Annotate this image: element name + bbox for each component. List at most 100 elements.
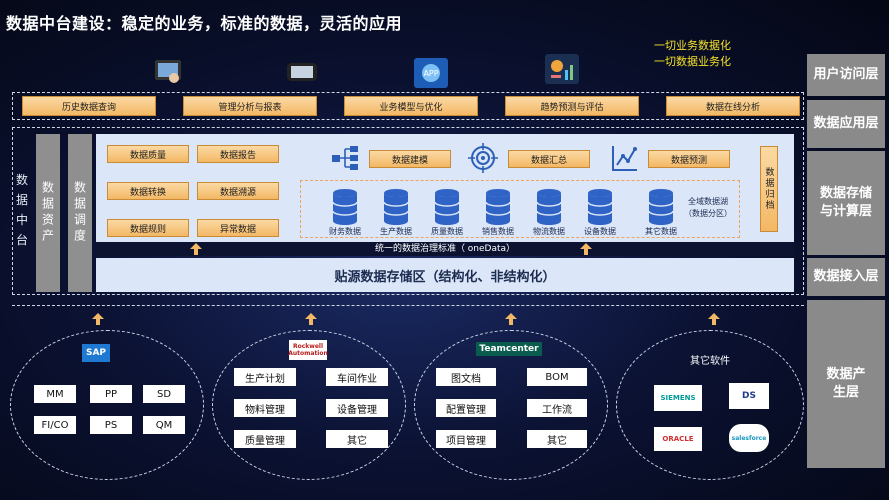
up-arrow-icon <box>505 313 517 325</box>
svg-text:APP: APP <box>423 69 438 78</box>
database-icon <box>648 189 674 225</box>
rockwell-group <box>212 330 406 480</box>
layer-user-access: 用户访问层 <box>807 54 885 96</box>
database-item: 物流数据 <box>521 188 577 237</box>
up-arrow-icon <box>580 243 592 255</box>
database-icon <box>332 189 358 225</box>
app-button-online[interactable]: 数据在线分析 <box>666 96 800 116</box>
database-icon <box>587 189 613 225</box>
model-button-forecast[interactable]: 数据预测 <box>648 150 730 168</box>
tablet-icon <box>155 60 181 83</box>
model-button-summary[interactable]: 数据汇总 <box>508 150 590 168</box>
slogan-2: 一切数据业务化 <box>654 55 731 68</box>
data-assets-column: 数据资产 <box>36 134 60 292</box>
data-lake-title: 全域数据湖 <box>688 197 728 206</box>
sap-module-mm[interactable]: MM <box>34 385 76 403</box>
slogan-1: 一切业务数据化 <box>654 39 731 52</box>
oracle-logo: ORACLE <box>654 427 702 451</box>
up-arrow-icon <box>708 313 720 325</box>
database-item: 设备数据 <box>572 188 628 237</box>
siemens-logo: SIEMENS <box>654 385 702 411</box>
database-item: 销售数据 <box>470 188 526 237</box>
database-item: 生产数据 <box>368 188 424 237</box>
database-item: 财务数据 <box>317 188 373 237</box>
rockwell-logo-line1: Rockwell <box>292 343 323 350</box>
teamcenter-item-config[interactable]: 配置管理 <box>436 399 496 417</box>
middle-platform-label: 数据中台 <box>15 173 28 247</box>
data-lake-frame <box>300 180 740 238</box>
teamcenter-item-documents[interactable]: 图文档 <box>436 368 496 386</box>
database-item: 其它数据 <box>633 188 689 237</box>
app-button-trend[interactable]: 趋势预测与评估 <box>505 96 639 116</box>
salesforce-logo: salesforce <box>729 424 769 452</box>
app-button-models[interactable]: 业务模型与优化 <box>344 96 478 116</box>
database-icon <box>485 189 511 225</box>
data-scheduling-column: 数据调度 <box>68 134 92 292</box>
teamcenter-item-project[interactable]: 项目管理 <box>436 430 496 448</box>
rockwell-item-equipment[interactable]: 设备管理 <box>326 399 388 417</box>
sap-module-fico[interactable]: FI/CO <box>34 416 76 434</box>
tool-data-lineage[interactable]: 数据溯源 <box>197 182 279 200</box>
database-icon <box>383 189 409 225</box>
sap-module-qm[interactable]: QM <box>143 416 185 434</box>
app-icon: APP <box>414 58 448 88</box>
line-chart-icon <box>612 146 637 171</box>
database-item: 质量数据 <box>419 188 475 237</box>
model-button-modeling[interactable]: 数据建模 <box>369 150 451 168</box>
teamcenter-item-workflow[interactable]: 工作流 <box>527 399 587 417</box>
sap-module-sd[interactable]: SD <box>143 385 185 403</box>
database-label: 质量数据 <box>431 227 463 236</box>
other-software-group <box>616 330 804 480</box>
other-software-title: 其它软件 <box>690 356 730 367</box>
layer-storage-compute: 数据存储与计算层 <box>807 151 885 255</box>
ingest-divider <box>12 305 804 306</box>
page-title: 数据中台建设：稳定的业务，标准的数据，灵活的应用 <box>6 14 403 33</box>
database-label: 其它数据 <box>645 227 677 236</box>
app-button-reports[interactable]: 管理分析与报表 <box>183 96 317 116</box>
database-label: 设备数据 <box>584 227 616 236</box>
sap-module-ps[interactable]: PS <box>90 416 132 434</box>
phone-icon <box>287 63 317 81</box>
tool-data-rules[interactable]: 数据规则 <box>107 219 189 237</box>
teamcenter-item-bom[interactable]: BOM <box>527 368 587 386</box>
dashboard-icon <box>545 54 579 84</box>
hierarchy-icon <box>332 146 358 170</box>
teamcenter-item-other[interactable]: 其它 <box>527 430 587 448</box>
rockwell-item-production-plan[interactable]: 生产计划 <box>234 368 296 386</box>
rockwell-logo-line2: Automation <box>288 350 328 357</box>
tool-data-transform[interactable]: 数据转换 <box>107 182 189 200</box>
tool-data-report[interactable]: 数据报告 <box>197 145 279 163</box>
rockwell-logo: Rockwell Automation <box>288 340 328 360</box>
app-row-frame <box>12 92 804 120</box>
source-storage-bar: 贴源数据存储区（结构化、非结构化） <box>96 258 794 292</box>
target-icon <box>468 143 498 173</box>
up-arrow-icon <box>190 243 202 255</box>
database-label: 财务数据 <box>329 227 361 236</box>
teamcenter-logo: Teamcenter <box>476 342 542 356</box>
rockwell-item-other[interactable]: 其它 <box>326 430 388 448</box>
platform-frame <box>12 127 804 295</box>
sap-module-pp[interactable]: PP <box>90 385 132 403</box>
governance-bar: 统一的数据治理标准（ oneData） <box>96 242 794 256</box>
database-icon <box>434 189 460 225</box>
layer-data-source: 数据产生层 <box>807 300 885 468</box>
teamcenter-group <box>414 330 608 480</box>
sap-group <box>10 330 204 480</box>
data-lake-subtitle: （数据分区） <box>684 209 732 218</box>
app-button-history[interactable]: 历史数据查询 <box>22 96 156 116</box>
sap-logo: SAP <box>82 344 110 362</box>
database-label: 销售数据 <box>482 227 514 236</box>
up-arrow-icon <box>305 313 317 325</box>
rockwell-item-workshop[interactable]: 车间作业 <box>326 368 388 386</box>
database-label: 生产数据 <box>380 227 412 236</box>
dassault-logo: DS <box>729 383 769 409</box>
tool-abnormal-data[interactable]: 异常数据 <box>197 219 279 237</box>
rockwell-item-material[interactable]: 物料管理 <box>234 399 296 417</box>
database-label: 物流数据 <box>533 227 565 236</box>
up-arrow-icon <box>92 313 104 325</box>
data-archive-button[interactable]: 数据归档 <box>760 146 778 232</box>
layer-data-app: 数据应用层 <box>807 100 885 148</box>
rockwell-item-quality[interactable]: 质量管理 <box>234 430 296 448</box>
layer-data-ingest: 数据接入层 <box>807 258 885 296</box>
tool-data-quality[interactable]: 数据质量 <box>107 145 189 163</box>
